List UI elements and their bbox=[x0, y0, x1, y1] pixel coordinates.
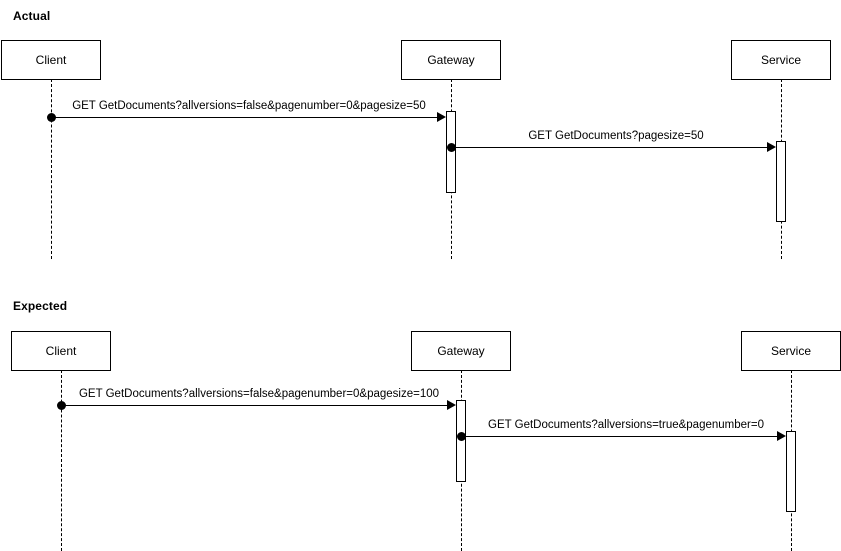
message-label-actual-1: GET GetDocuments?allversions=false&pagen… bbox=[72, 100, 426, 112]
arrowhead-icon bbox=[447, 400, 456, 410]
activation-expected-service bbox=[786, 431, 796, 512]
participant-label: Gateway bbox=[427, 53, 475, 67]
section-title-actual: Actual bbox=[13, 9, 51, 23]
message-line-actual-1 bbox=[51, 117, 437, 118]
arrowhead-icon bbox=[777, 431, 786, 441]
lifeline-expected-client bbox=[61, 370, 62, 551]
participant-actual-gateway[interactable]: Gateway bbox=[401, 40, 501, 80]
participant-label: Service bbox=[770, 344, 811, 358]
participant-expected-client[interactable]: Client bbox=[11, 331, 111, 371]
participant-expected-service[interactable]: Service bbox=[741, 331, 841, 371]
participant-expected-gateway[interactable]: Gateway bbox=[411, 331, 511, 371]
activation-expected-gateway bbox=[456, 400, 466, 482]
message-label-actual-2: GET GetDocuments?pagesize=50 bbox=[528, 130, 704, 142]
participant-label: Client bbox=[45, 344, 77, 358]
participant-actual-client[interactable]: Client bbox=[1, 40, 101, 80]
activation-actual-gateway bbox=[446, 111, 456, 193]
participant-label: Service bbox=[760, 53, 801, 67]
message-label-expected-1: GET GetDocuments?allversions=false&pagen… bbox=[78, 388, 440, 400]
participant-actual-service[interactable]: Service bbox=[731, 40, 831, 80]
participant-label: Gateway bbox=[437, 344, 485, 358]
participant-label: Client bbox=[35, 53, 67, 67]
message-label-expected-2: GET GetDocuments?allversions=true&pagenu… bbox=[488, 419, 764, 431]
arrowhead-icon bbox=[437, 112, 446, 122]
message-line-expected-2 bbox=[461, 436, 777, 437]
arrowhead-icon bbox=[767, 142, 776, 152]
activation-actual-service bbox=[776, 141, 786, 222]
message-line-expected-1 bbox=[61, 405, 447, 406]
lifeline-actual-client bbox=[51, 79, 52, 259]
message-line-actual-2 bbox=[451, 147, 767, 148]
section-title-expected: Expected bbox=[13, 299, 68, 313]
